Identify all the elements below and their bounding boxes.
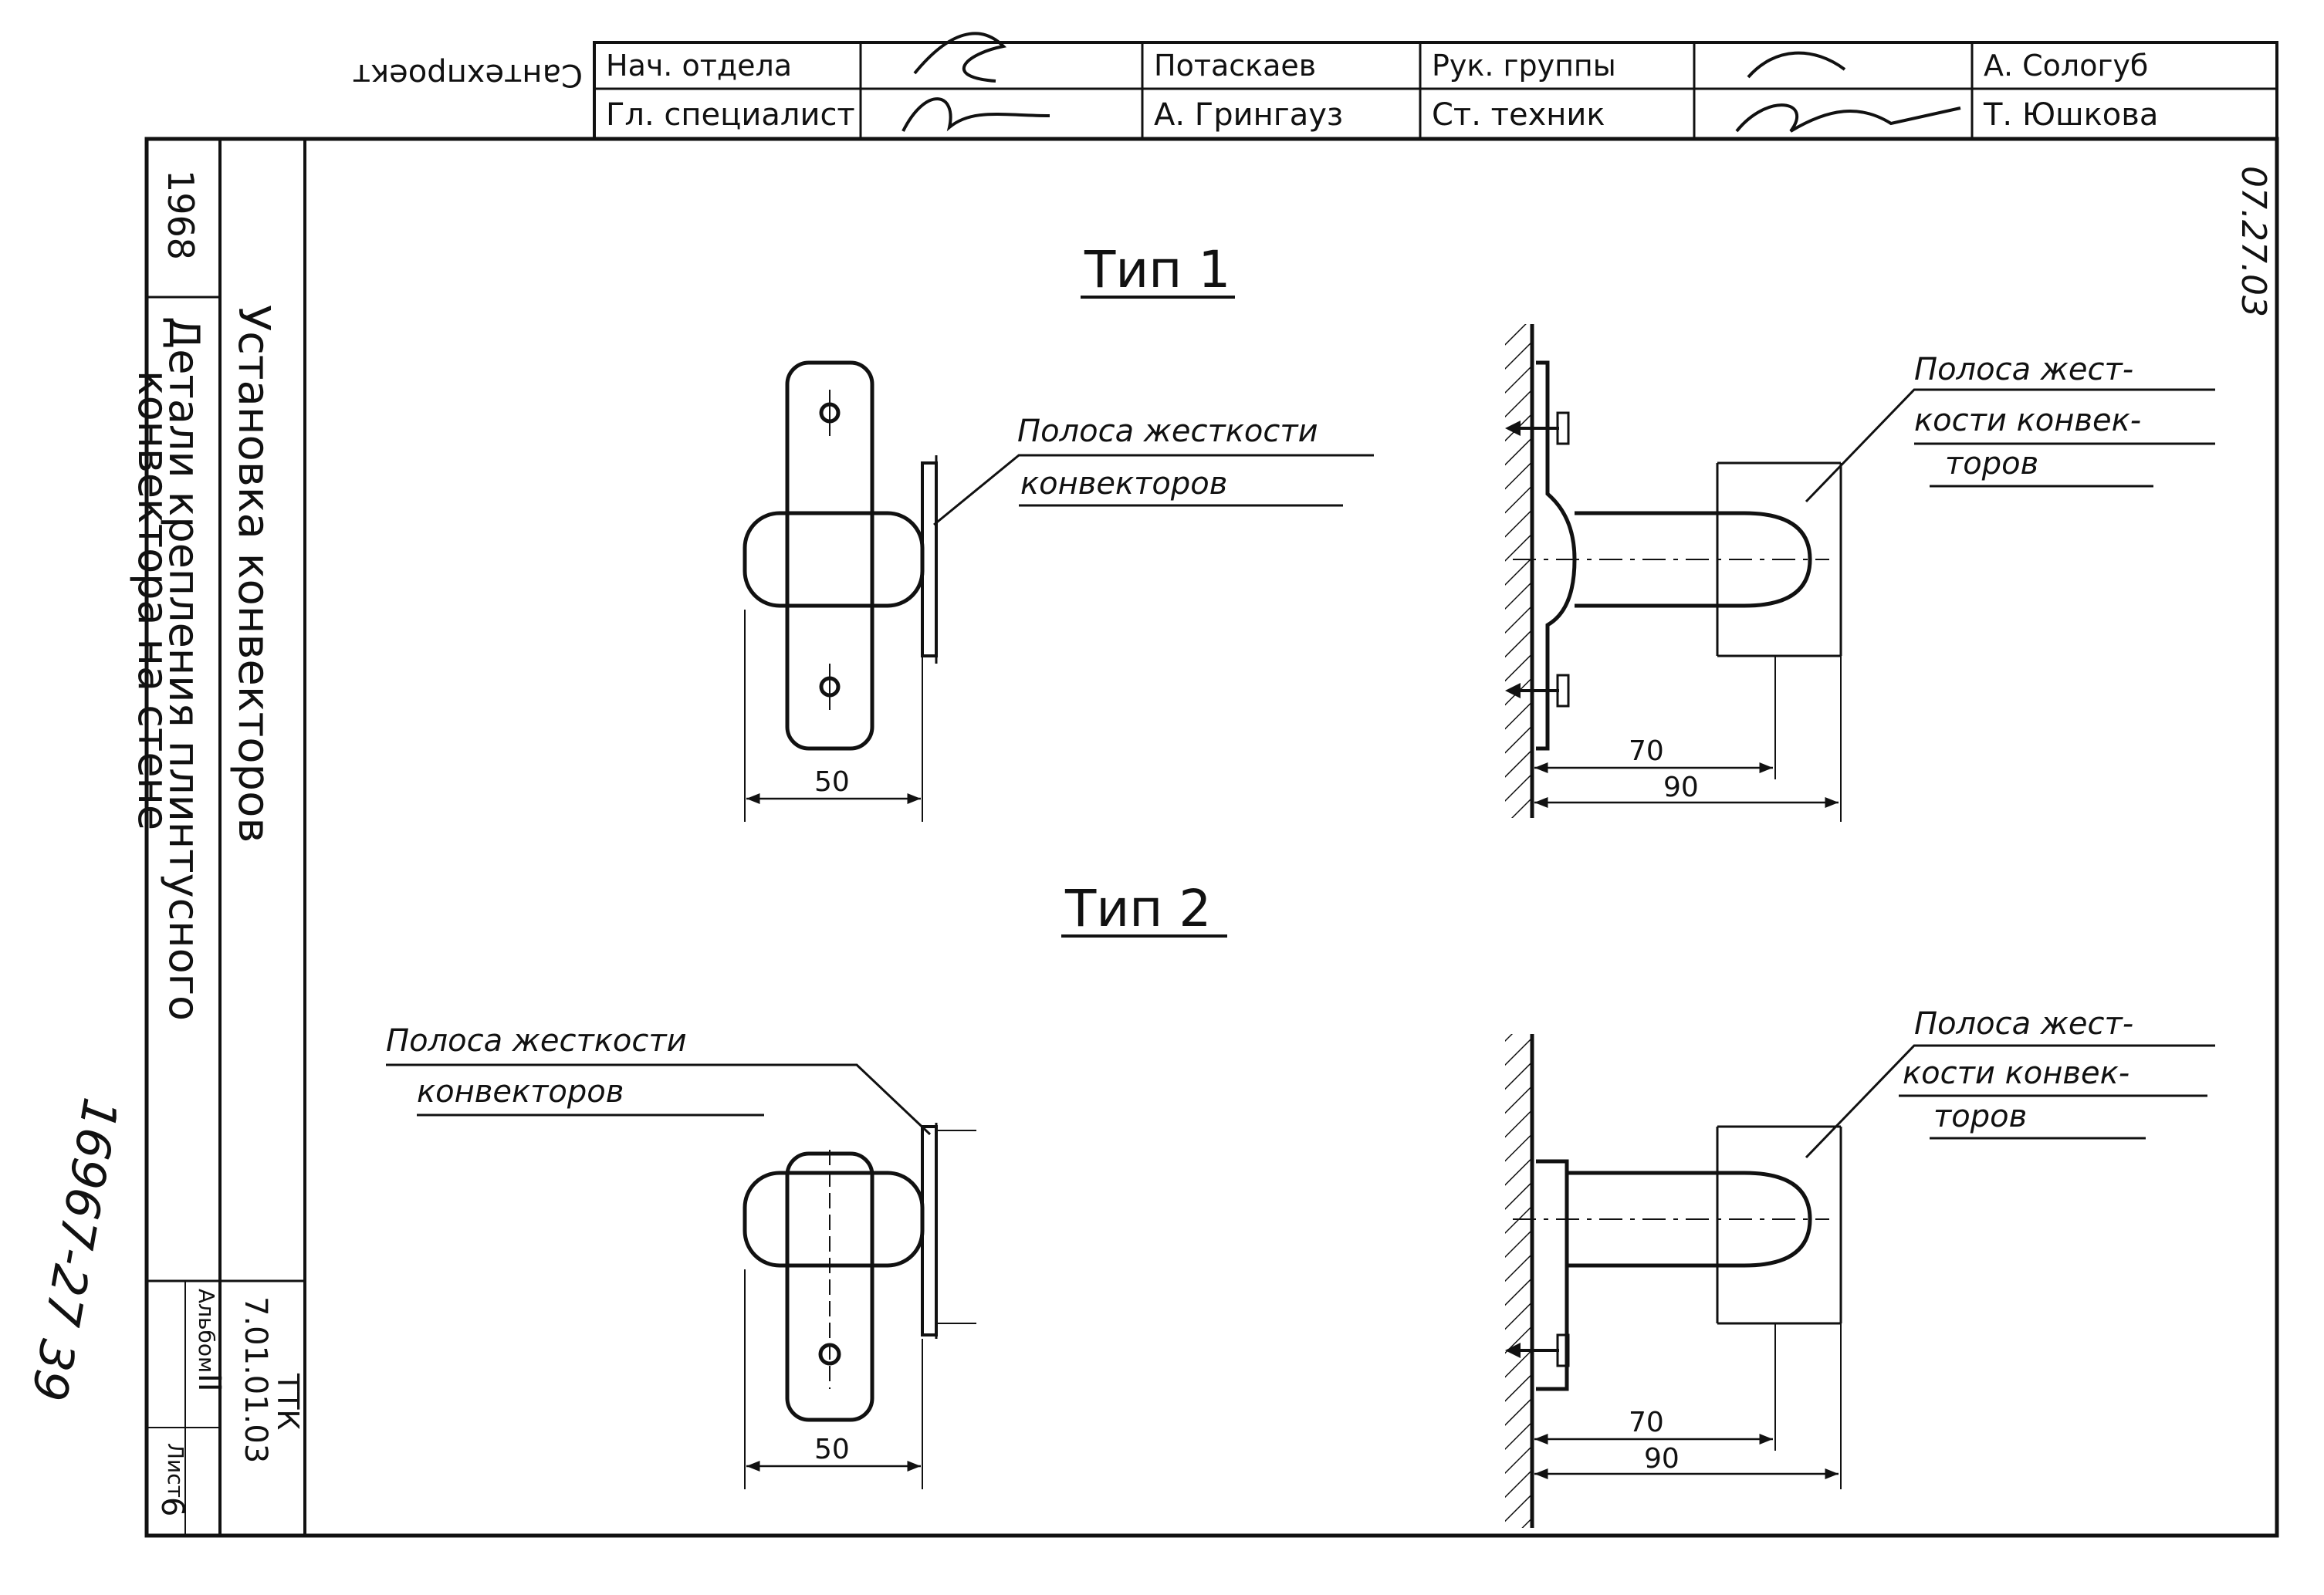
- type1-side-callout-2: кости конвек-: [1914, 403, 2141, 438]
- type2-dim-front: 50: [814, 1434, 850, 1465]
- type2-dim-outer: 90: [1644, 1443, 1680, 1475]
- type2-front-view: 50 Полоса жесткости конвекторов: [386, 1023, 976, 1489]
- series-code: 7.01.01.03: [238, 1296, 273, 1463]
- type2-front-callout-2: конвекторов: [417, 1074, 624, 1110]
- type1-side-callout-3: торов: [1945, 446, 2038, 482]
- signature-2: [1735, 51, 1961, 133]
- corner-code: 07.27.03: [2234, 166, 2273, 317]
- type1-side-view: 70 90 Полоса жест- кости конвек- торов: [1505, 324, 2215, 822]
- year: 1968: [160, 170, 201, 260]
- type1-group: Тип 1 50 Полоса жесткости конвекторов: [743, 240, 2215, 822]
- name-head-of-dept: Потаскаев: [1154, 49, 1316, 83]
- sheet-value: 6: [154, 1497, 190, 1516]
- type1-front-callout-2: конвекторов: [1020, 466, 1227, 502]
- signature-1: [902, 32, 1050, 132]
- type2-side-callout-2: кости конвек-: [1903, 1056, 2129, 1091]
- album-value: II: [191, 1374, 227, 1392]
- sheet-border: [144, 137, 2279, 1538]
- sheet-title-line1: Детали крепления плинтусного: [160, 316, 208, 1021]
- left-strip: 1968 Установка конвекторов Детали крепле…: [20, 139, 306, 1536]
- role-chief-specialist: Гл. специалист: [606, 97, 855, 133]
- type1-dim-outer: 90: [1663, 772, 1699, 803]
- type1-dim-front: 50: [814, 766, 850, 798]
- name-senior-technician: Т. Юшкова: [1983, 97, 2158, 133]
- name-group-lead: А. Сологуб: [1984, 49, 2148, 83]
- role-group-lead: Рук. группы: [1432, 49, 1616, 83]
- name-chief-specialist: А. Грингауз: [1154, 97, 1343, 133]
- type2-front-callout-1: Полоса жесткости: [386, 1023, 687, 1059]
- type2-side-callout-3: торов: [1933, 1099, 2027, 1134]
- type1-front-callout-1: Полоса жесткости: [1017, 414, 1318, 449]
- type2-side-callout-1: Полоса жест-: [1914, 1006, 2133, 1042]
- type2-heading: Тип 2: [1064, 879, 1211, 938]
- type1-side-callout-1: Полоса жест-: [1914, 352, 2133, 387]
- order-number: 16967-27 39: [20, 1093, 129, 1405]
- role-senior-technician: Ст. техник: [1432, 97, 1605, 133]
- sheet-title-line2: конвектора на стене: [129, 370, 178, 830]
- series-label: ТТК: [271, 1373, 305, 1430]
- org-name: Сантехпроект: [353, 57, 583, 93]
- type1-heading: Тип 1: [1084, 240, 1230, 299]
- type1-dim-inner: 70: [1629, 735, 1664, 767]
- type2-side-view: 70 90 Полоса жест- кости конвек- торов: [1505, 1006, 2215, 1528]
- title-block: Сантехпроект Нач. отдела Потаскаев Рук. …: [353, 32, 2278, 140]
- sheet-label: Лист: [163, 1443, 188, 1498]
- type2-group: Тип 2 50 Полоса жесткости конвекторов: [386, 879, 2215, 1528]
- type1-front-view: 50 Полоса жесткости конвекторов: [743, 360, 1374, 822]
- album-label: Альбом: [194, 1289, 219, 1373]
- type2-dim-inner: 70: [1629, 1407, 1664, 1438]
- subject: Установка конвекторов: [228, 305, 279, 843]
- role-head-of-dept: Нач. отдела: [606, 49, 792, 83]
